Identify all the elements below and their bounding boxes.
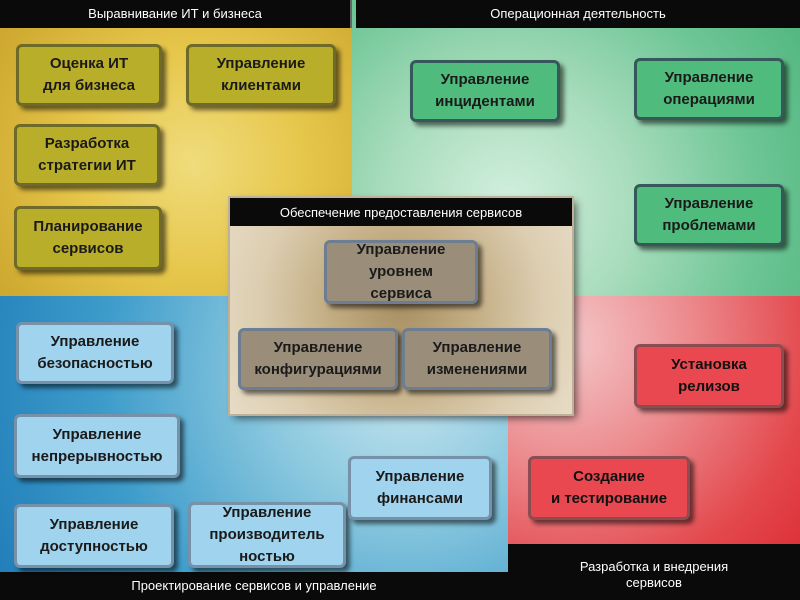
- box-service-planning: Планирование сервисов: [14, 206, 162, 270]
- box-problem-mgmt: Управление проблемами: [634, 184, 784, 246]
- box-it-strategy: Разработка стратегии ИТ: [14, 124, 160, 186]
- box-continuity-mgmt: Управление непрерывностью: [14, 414, 180, 478]
- box-security-mgmt: Управление безопасностью: [16, 322, 174, 384]
- zone-title-it-business-alignment: Выравнивание ИТ и бизнеса: [0, 0, 352, 28]
- box-service-level-mgmt: Управление уровнем сервиса: [324, 240, 478, 304]
- box-incident-mgmt: Управление инцидентами: [410, 60, 560, 122]
- zone-title-service-development: Разработка и внедрения сервисов: [508, 544, 800, 600]
- box-it-assessment: Оценка ИТ для бизнеса: [16, 44, 162, 106]
- service-delivery-title: Обеспечение предоставления сервисов: [230, 198, 572, 226]
- zone-title-operations: Операционная деятельность: [356, 0, 800, 28]
- box-capacity-mgmt: Управление производитель ностью: [188, 502, 346, 568]
- box-change-mgmt: Управление изменениями: [402, 328, 552, 390]
- box-customer-mgmt: Управление клиентами: [186, 44, 336, 106]
- box-configuration-mgmt: Управление конфигурациями: [238, 328, 398, 390]
- box-financial-mgmt: Управление финансами: [348, 456, 492, 520]
- zone-title-service-design: Проектирование сервисов и управление: [0, 572, 508, 600]
- box-operations-mgmt: Управление операциями: [634, 58, 784, 120]
- box-release-install: Установка релизов: [634, 344, 784, 408]
- box-build-test: Создание и тестирование: [528, 456, 690, 520]
- box-availability-mgmt: Управление доступностью: [14, 504, 174, 568]
